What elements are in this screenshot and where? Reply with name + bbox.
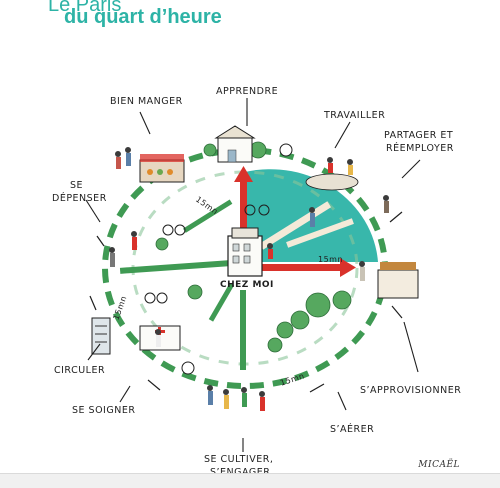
home-building (227, 227, 263, 277)
label-s-aerer: S’AÉRER (330, 424, 375, 435)
label-se-cultiver-line2: S’ENGAGER (210, 467, 270, 479)
label-apprendre: APPRENDRE (216, 86, 279, 97)
label-se-cultiver-line1: SE CULTIVER, (204, 454, 274, 465)
market-stall (139, 154, 185, 183)
bottom-strip (0, 473, 500, 488)
people (109, 147, 389, 411)
label-circuler: CIRCULER (54, 365, 106, 376)
title-line-2: du quart d’heure (64, 6, 222, 28)
school-building (214, 125, 256, 163)
label-partager-line2: RÉEMPLOYER (386, 143, 454, 154)
double-arrows (89, 211, 403, 393)
label-s-approvisionner: S’APPROVISIONNER (360, 385, 462, 396)
label-bien-manger: BIEN MANGER (110, 96, 183, 107)
metro-signs (181, 143, 293, 375)
label-partager-line1: PARTAGER ET (384, 130, 454, 141)
workspace-table (305, 173, 359, 191)
label-se-depenser-line2: DÉPENSER (52, 193, 107, 204)
bikes (144, 204, 270, 304)
title-line-1: Le Paris (48, 0, 122, 16)
label-chez-moi: CHEZ MOI (220, 280, 274, 290)
red-arrows (234, 166, 356, 277)
label-travailler: TRAVAILLER (324, 110, 386, 121)
trees (155, 141, 352, 353)
shop-building (377, 262, 419, 299)
bike-rack (91, 317, 111, 355)
time-label-right-arrow: 15mn (318, 255, 344, 264)
label-se-depenser-line1: SE (70, 180, 84, 191)
street-bands (119, 199, 246, 370)
artist-signature: MICAËL (418, 460, 460, 470)
label-se-soigner: SE SOIGNER (72, 405, 136, 416)
leader-lines (85, 98, 421, 452)
